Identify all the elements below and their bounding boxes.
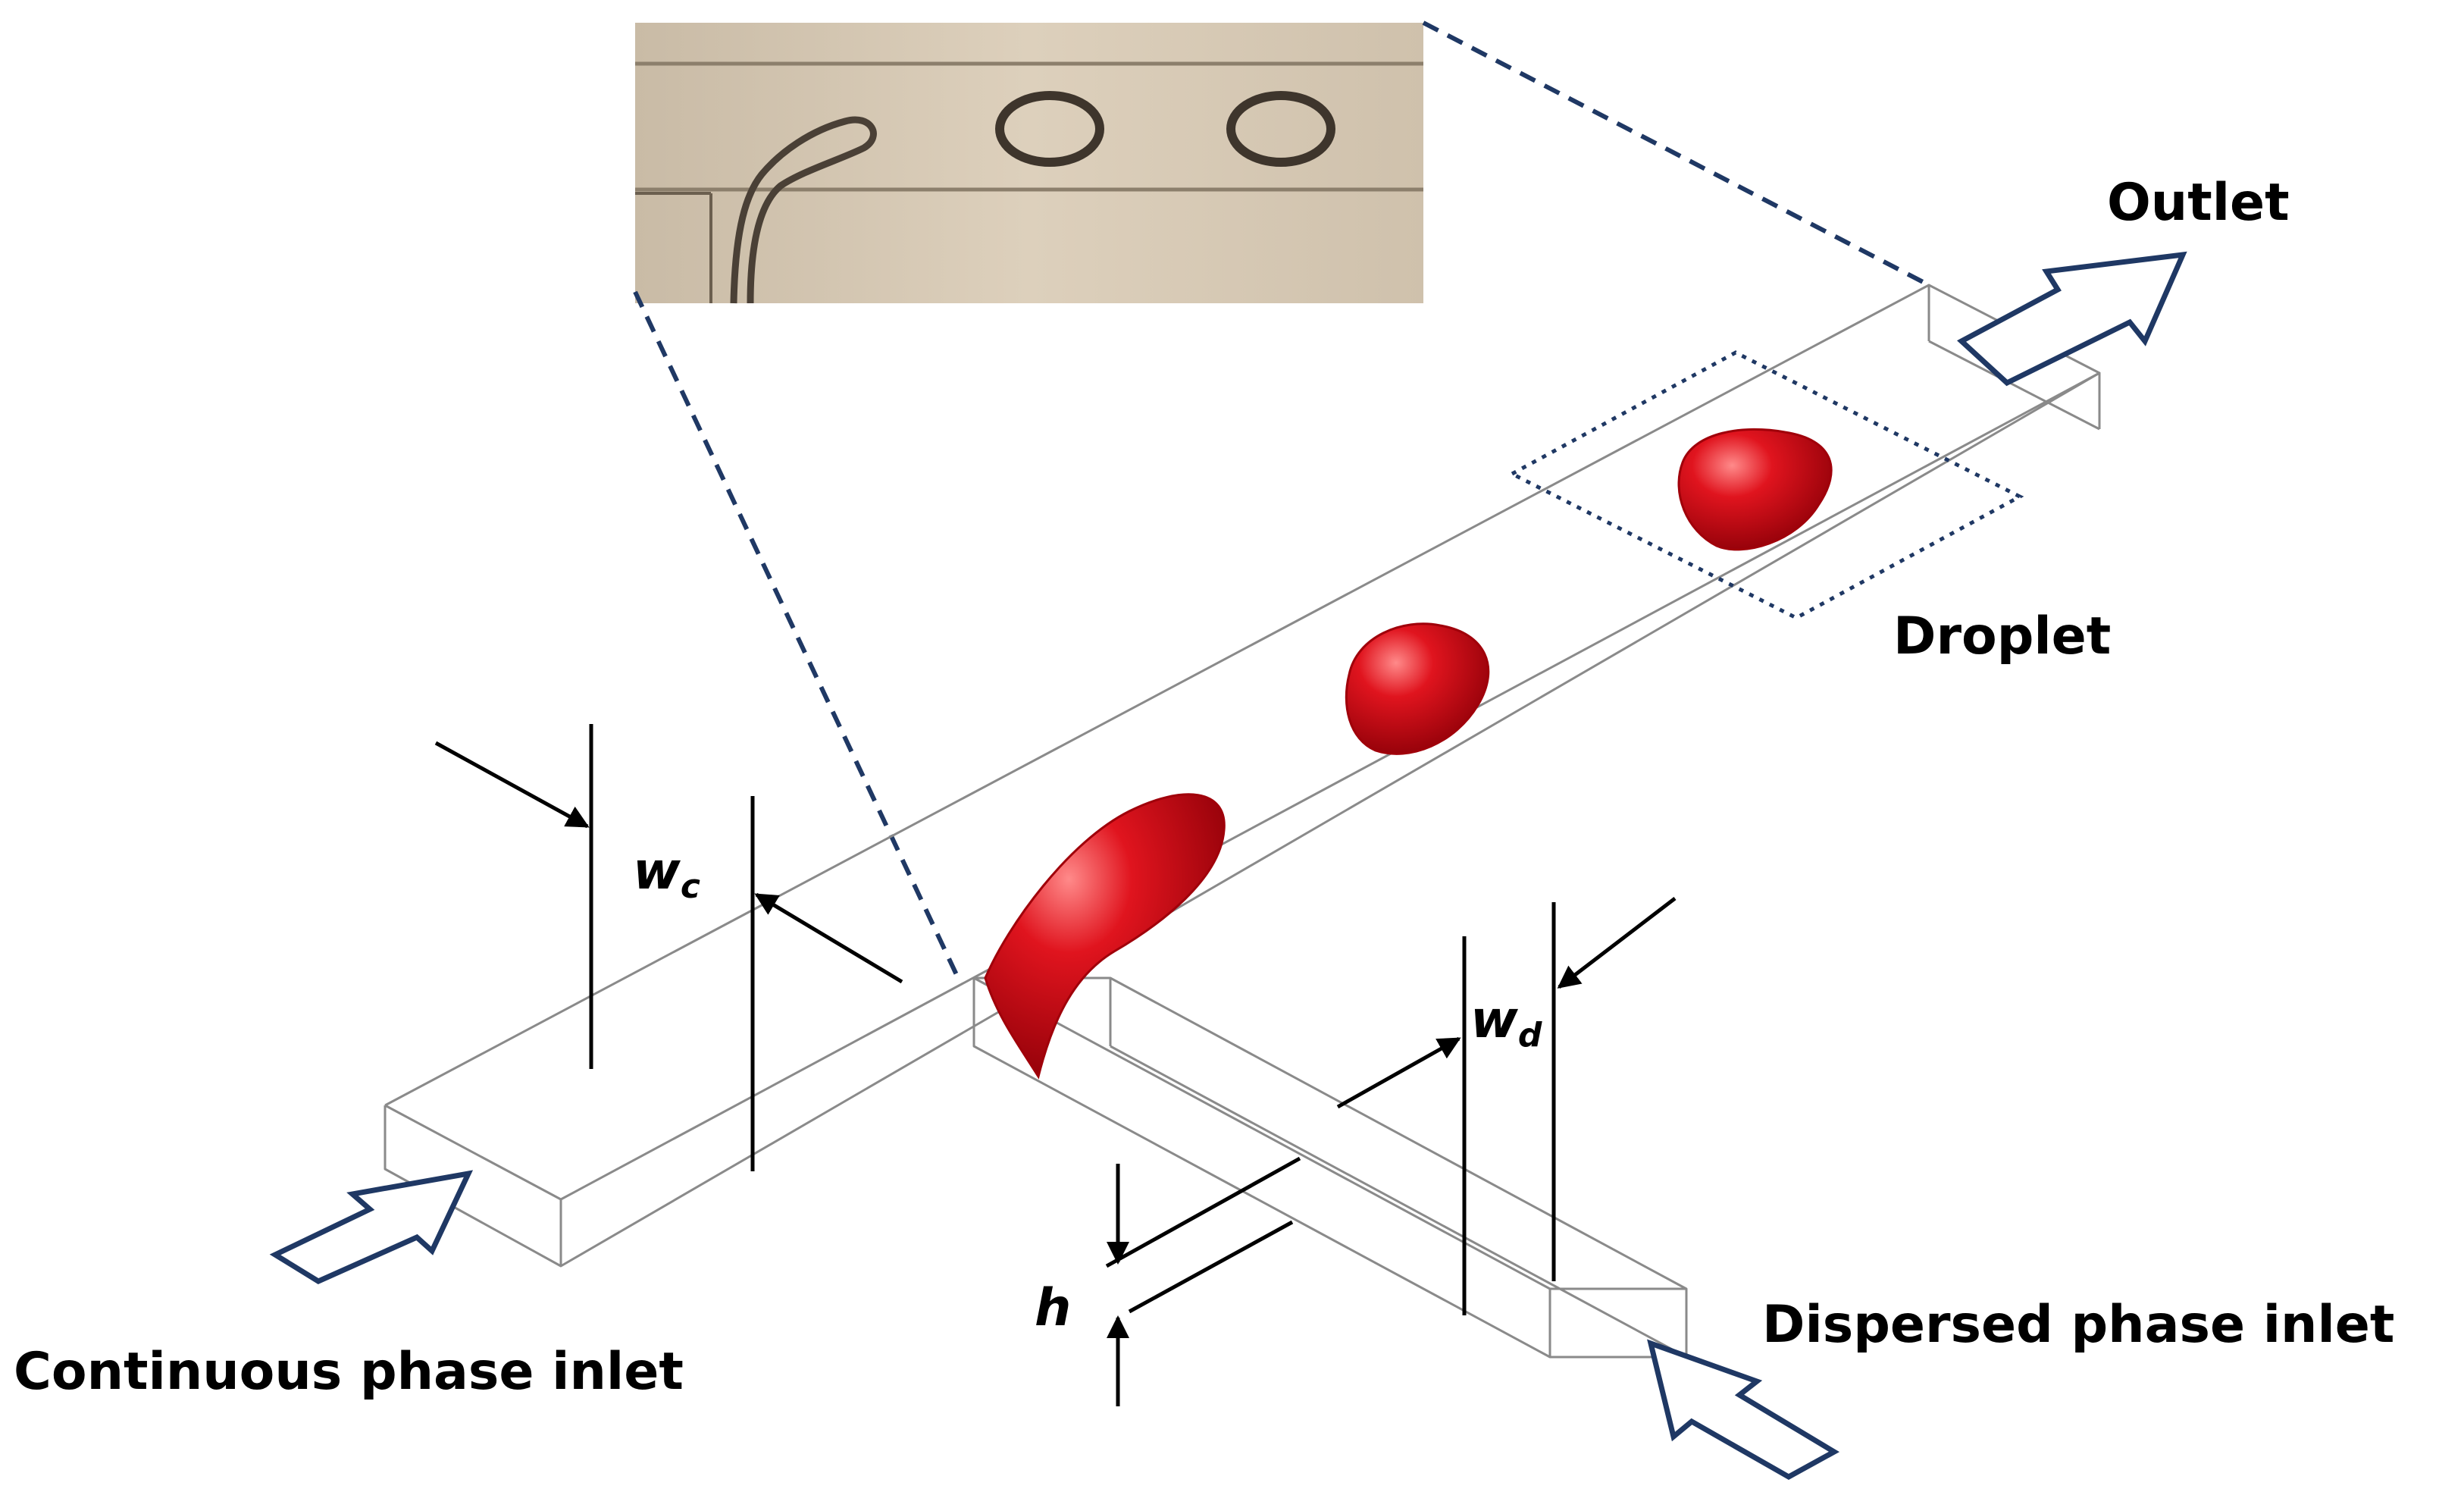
main-channel xyxy=(384,284,2101,1268)
dispersed-inlet-label: Dispersed phase inlet xyxy=(1762,1295,2394,1355)
wd-label: wd xyxy=(1470,990,1542,1055)
droplet-highlight-box xyxy=(1508,350,2024,620)
wc-main: w xyxy=(633,842,681,901)
wc-label: wc xyxy=(633,842,700,906)
photo-droplet-1 xyxy=(995,91,1104,167)
continuous-inlet-label: Continuous phase inlet xyxy=(14,1342,684,1402)
droplet-end xyxy=(1677,428,1833,551)
continuous-inlet-arrow-icon xyxy=(269,1170,474,1284)
wd-sub: d xyxy=(1518,1016,1542,1055)
dimension-wd xyxy=(1336,897,1677,1315)
wc-sub: c xyxy=(681,867,700,906)
zoom-lines xyxy=(633,20,1930,981)
droplet-middle xyxy=(1345,622,1490,755)
forming-droplet xyxy=(984,793,1226,1080)
dimension-h xyxy=(1105,1156,1301,1406)
channel-droplets xyxy=(984,428,1833,1080)
droplet-label: Droplet xyxy=(1893,607,2111,666)
wd-main: w xyxy=(1470,990,1519,1050)
dispersed-inlet-arrow-icon xyxy=(1647,1339,1840,1481)
photo-droplet-2 xyxy=(1226,91,1335,167)
outlet-label: Outlet xyxy=(2107,173,2290,233)
side-channel xyxy=(972,976,1688,1359)
outlet-arrow-icon xyxy=(1956,251,2187,387)
forming-droplet-neck xyxy=(730,116,877,304)
dimension-wc xyxy=(434,724,903,1171)
microscope-photo-inset xyxy=(635,23,1423,304)
h-label: h xyxy=(1035,1278,1071,1338)
